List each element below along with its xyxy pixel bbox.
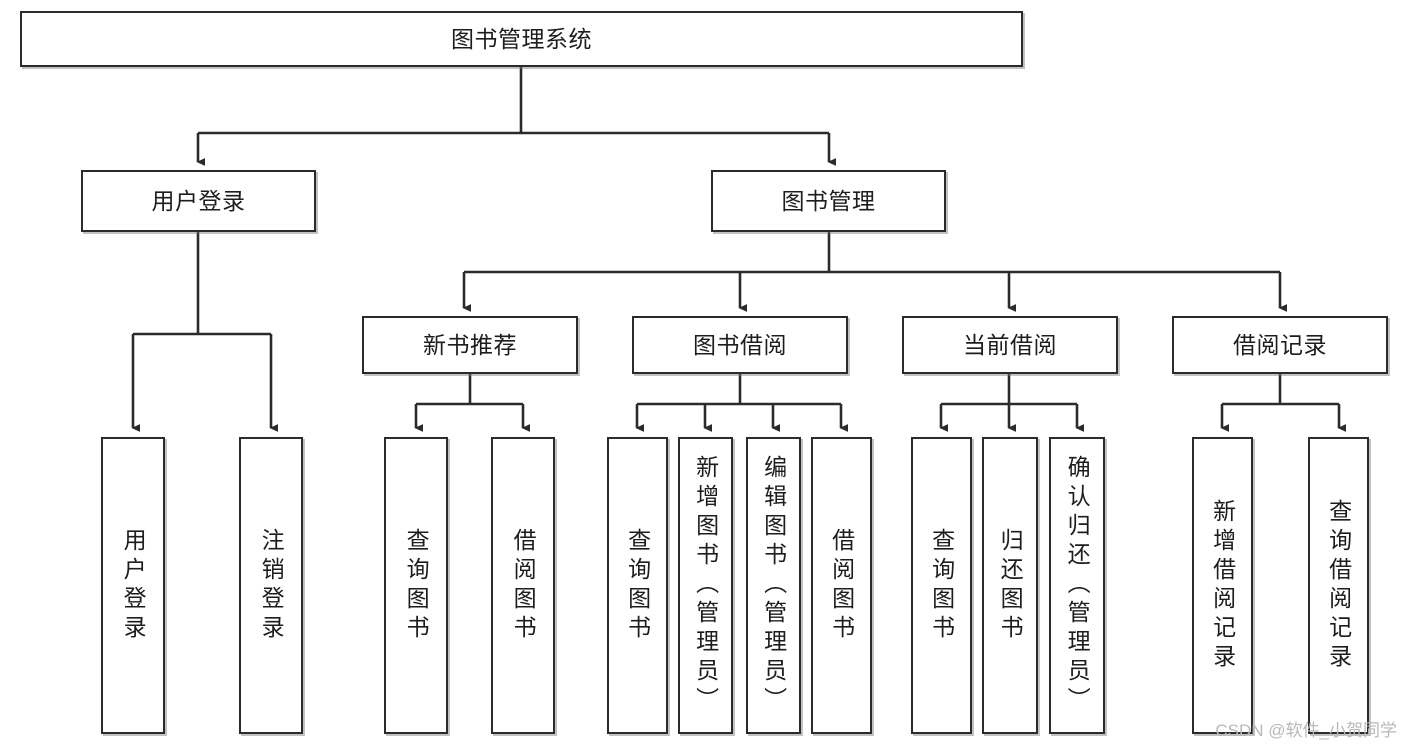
- node-leaf-query-book-b[interactable]: 查询图书: [607, 437, 668, 734]
- node-leaf-user-login[interactable]: 用户登录: [101, 437, 165, 734]
- node-label: 借阅图书: [828, 527, 855, 644]
- node-leaf-confirm-return[interactable]: 确认归还（管理员）: [1049, 437, 1105, 734]
- node-label: 图书借阅: [693, 331, 787, 358]
- node-current-borrow[interactable]: 当前借阅: [902, 316, 1118, 374]
- node-label: 查询借阅记录: [1325, 498, 1352, 673]
- node-book-borrow[interactable]: 图书借阅: [632, 316, 848, 374]
- node-label: 查询图书: [403, 527, 430, 644]
- node-leaf-query-book-c[interactable]: 查询图书: [911, 437, 972, 734]
- node-label: 新增图书（管理员）: [692, 455, 719, 716]
- node-label: 新增借阅记录: [1209, 498, 1236, 673]
- node-leaf-query-book-a[interactable]: 查询图书: [384, 437, 448, 734]
- node-label: 确认归还（管理员）: [1064, 455, 1091, 716]
- node-label: 借阅图书: [510, 527, 537, 644]
- node-label: 借阅记录: [1233, 331, 1327, 358]
- node-book-manage[interactable]: 图书管理: [711, 170, 946, 232]
- node-borrow-record[interactable]: 借阅记录: [1172, 316, 1388, 374]
- node-leaf-borrow-book-b[interactable]: 借阅图书: [811, 437, 872, 734]
- node-label: 用户登录: [151, 187, 246, 214]
- node-new-book-recommend[interactable]: 新书推荐: [362, 316, 578, 374]
- node-label: 图书管理: [781, 187, 876, 214]
- node-label: 新书推荐: [423, 331, 517, 358]
- node-label: 注销登录: [258, 527, 285, 644]
- node-label: 图书管理系统: [451, 25, 592, 52]
- node-leaf-return-book[interactable]: 归还图书: [982, 437, 1038, 734]
- node-leaf-query-record[interactable]: 查询借阅记录: [1308, 437, 1369, 734]
- node-label: 编辑图书（管理员）: [760, 455, 787, 716]
- node-leaf-edit-book[interactable]: 编辑图书（管理员）: [746, 437, 801, 734]
- node-root-book-management-system[interactable]: 图书管理系统: [20, 11, 1023, 67]
- node-user-login[interactable]: 用户登录: [81, 170, 316, 232]
- node-leaf-borrow-book-a[interactable]: 借阅图书: [491, 437, 555, 734]
- node-label: 用户登录: [120, 527, 147, 644]
- node-label: 当前借阅: [963, 331, 1057, 358]
- node-label: 查询图书: [624, 527, 651, 644]
- node-leaf-add-record[interactable]: 新增借阅记录: [1192, 437, 1253, 734]
- node-label: 查询图书: [928, 527, 955, 644]
- node-label: 归还图书: [997, 527, 1024, 644]
- node-leaf-add-book[interactable]: 新增图书（管理员）: [678, 437, 733, 734]
- node-leaf-logout-login[interactable]: 注销登录: [239, 437, 303, 734]
